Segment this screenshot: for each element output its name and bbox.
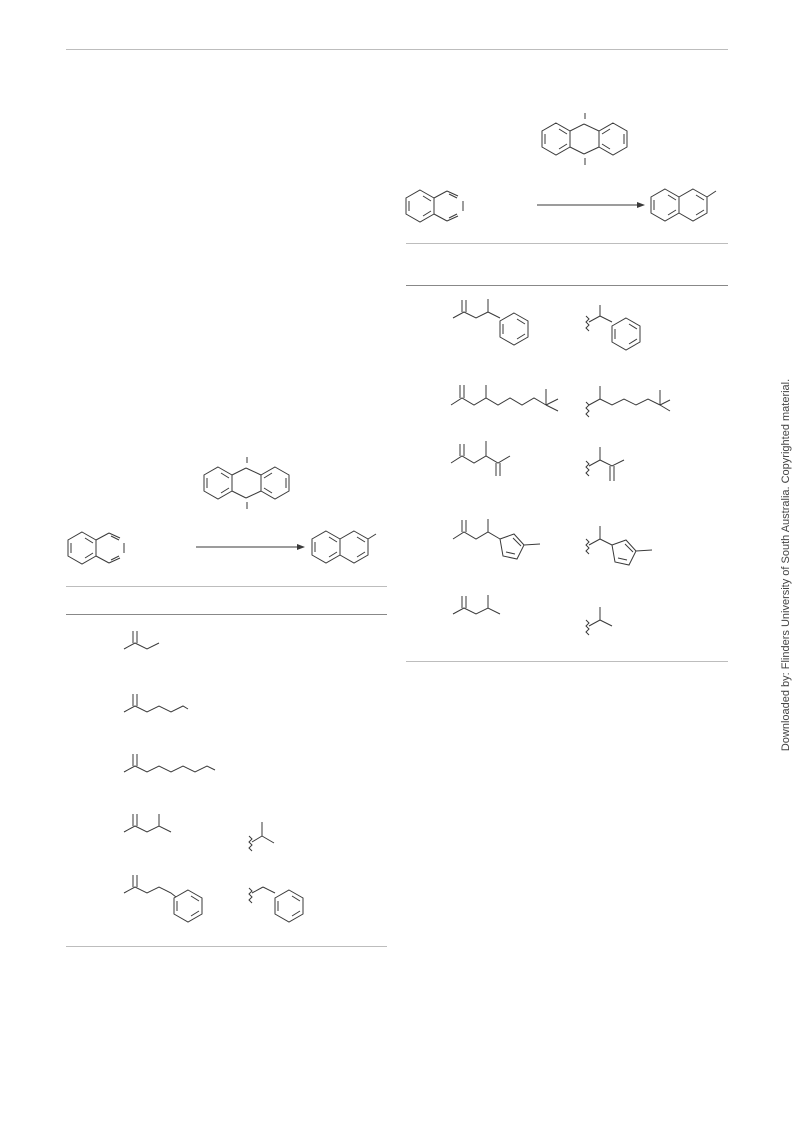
right-entry-5-product xyxy=(585,607,613,636)
right-catalyst-structure xyxy=(541,113,628,165)
left-entry-2-substrate xyxy=(123,694,189,713)
left-table-header-rule xyxy=(66,614,387,615)
right-starting-material xyxy=(405,189,464,223)
left-starting-material xyxy=(67,531,125,565)
left-entry-5-substrate xyxy=(123,875,203,923)
right-entry-3-product xyxy=(585,447,625,481)
left-table-top-rule xyxy=(66,586,387,587)
right-table-bottom-rule xyxy=(406,661,728,662)
right-entry-1-substrate xyxy=(452,299,529,346)
right-entry-4-substrate xyxy=(452,519,541,560)
right-entry-5-substrate xyxy=(452,595,501,615)
right-product xyxy=(650,188,717,222)
right-entry-3-substrate xyxy=(450,441,511,476)
left-entry-3-substrate xyxy=(123,754,216,773)
left-entry-4-substrate xyxy=(123,814,172,833)
right-entry-1-product xyxy=(585,305,641,351)
download-watermark: Downloaded by: Flinders University of So… xyxy=(780,378,792,752)
right-entry-2-substrate xyxy=(450,385,559,412)
left-entry-5-product xyxy=(248,886,304,923)
left-entry-4-product xyxy=(248,822,275,852)
right-table-header-rule xyxy=(406,285,728,286)
right-entry-4-product xyxy=(585,526,653,566)
left-product xyxy=(311,530,377,564)
page-header-rule xyxy=(66,49,728,50)
right-table-top-rule xyxy=(406,243,728,244)
left-catalyst-structure xyxy=(203,457,290,509)
left-table-bottom-rule xyxy=(66,946,387,947)
left-entry-1-substrate xyxy=(123,631,160,650)
right-entry-2-product xyxy=(585,386,671,418)
